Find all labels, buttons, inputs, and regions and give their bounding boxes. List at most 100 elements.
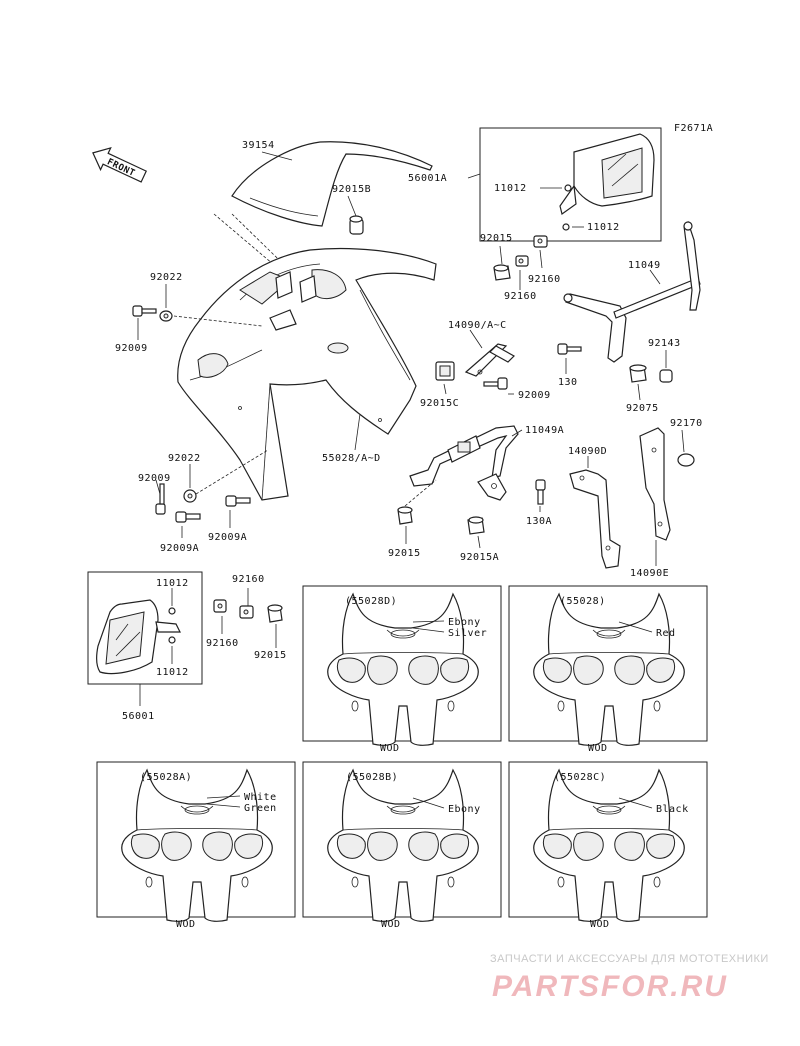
label-11012-upper: 11012: [494, 183, 527, 194]
mirror-inset-box: [479, 127, 662, 242]
washer-92022-upper: [159, 310, 173, 322]
nut-92143: [659, 369, 673, 383]
variant-note: WOD: [588, 743, 608, 754]
grommet-92015a: [467, 516, 485, 535]
grommet-92015-c: [267, 604, 283, 623]
leader-11049: [649, 269, 661, 285]
leader-11049a: [511, 429, 523, 437]
bolt-92009-lower: [155, 483, 166, 515]
washer-92022-lower: [183, 489, 197, 503]
variant-code: (55028A): [140, 772, 192, 783]
upper-fairing-part: [177, 247, 437, 501]
leader-92009-lower: [155, 479, 161, 495]
bolt-92009a-right: [225, 495, 251, 507]
leader-92015c: [443, 383, 447, 395]
mirror-56001a-part: [559, 133, 655, 216]
label-14090-a-c: 14090/A~C: [448, 320, 507, 331]
grommet-92015b: [349, 215, 364, 235]
label-92009-middle: 92009: [518, 390, 551, 401]
variant-color-leader: [412, 797, 445, 809]
leader-92160-a: [539, 249, 543, 269]
bolt-130: [557, 343, 582, 355]
label-11012-d: 11012: [156, 667, 189, 678]
nut-92160-upper: [533, 235, 548, 248]
grommet-11012-lower: [562, 223, 570, 231]
label-92160-d: 92160: [206, 638, 239, 649]
leader-39154: [261, 151, 293, 161]
variant-color: White: [244, 792, 277, 803]
label-92015-upper: 92015: [480, 233, 513, 244]
fairing-variant-part: [533, 769, 685, 922]
leader-stay-lower: [404, 479, 437, 507]
variant-code: (55028B): [346, 772, 398, 783]
variant-note: WOD: [590, 919, 610, 930]
variant-frame: [302, 761, 502, 918]
label-92009a-right: 92009A: [208, 532, 247, 543]
leader-92170: [681, 429, 685, 453]
windscreen-part: [231, 141, 433, 227]
bolt-92009-middle: [483, 377, 508, 390]
grommet-11012-c: [168, 607, 176, 615]
label-92015b: 92015B: [332, 184, 371, 195]
bolt-130a: [535, 479, 546, 505]
label-39154: 39154: [242, 140, 275, 151]
variant-color: Silver: [448, 628, 487, 639]
label-56001a: 56001A: [408, 173, 447, 184]
grommet-92015c: [435, 361, 455, 381]
grommet-11012-upper: [564, 184, 572, 192]
label-92022-upper: 92022: [150, 272, 183, 283]
fairing-variant-part: [533, 593, 685, 746]
variant-boxes: (55028D)EbonySilverWOD(55028)RedWOD(5502…: [96, 585, 708, 930]
label-92160-b: 92160: [504, 291, 537, 302]
bracket-14090d-part: [569, 469, 621, 569]
variant-code: (55028C): [554, 772, 606, 783]
variant-note: WOD: [381, 919, 401, 930]
label-92015-c: 92015: [254, 650, 287, 661]
variant-code: (55028): [560, 596, 606, 607]
label-11012-c: 11012: [156, 578, 189, 589]
label-92009a-left: 92009A: [160, 543, 199, 554]
bracket-14090e-part: [639, 427, 671, 541]
watermark-brand: PARTSFOR.RU: [492, 970, 728, 1003]
leader-92015-upper: [499, 245, 503, 265]
grommet-92015-upper: [493, 264, 511, 281]
label-92160-c: 92160: [232, 574, 265, 585]
label-92170: 92170: [670, 418, 703, 429]
variant-color-leader: [412, 627, 445, 633]
variant-note: WOD: [380, 743, 400, 754]
label-11049: 11049: [628, 260, 661, 271]
variant-color: Black: [656, 804, 689, 815]
label-130: 130: [558, 377, 578, 388]
variant-color: Green: [244, 803, 277, 814]
label-11049a: 11049A: [525, 425, 564, 436]
variant-color: Red: [656, 628, 676, 639]
leader-92075: [637, 383, 641, 401]
label-130a: 130A: [526, 516, 552, 527]
label-56001: 56001: [122, 711, 155, 722]
variant-color: Ebony: [448, 617, 481, 628]
front-arrow-icon: FRONT: [92, 146, 148, 183]
label-92022-lower: 92022: [168, 453, 201, 464]
bracket-14090-part: [464, 343, 515, 377]
mirror-inset-box-lower: [87, 571, 203, 685]
variant-color-leader: [618, 797, 653, 809]
leader-windscreen-left: [213, 213, 281, 271]
variant-code: (55028D): [345, 596, 397, 607]
leader-fastener-lower: [195, 449, 269, 495]
label-92015c: 92015C: [420, 398, 459, 409]
variant-color-leader: [206, 803, 241, 808]
label-92009-upper: 92009: [115, 343, 148, 354]
label-92015-lower: 92015: [388, 548, 421, 559]
variant-frame: [508, 585, 708, 742]
nut-92160-lower: [515, 255, 529, 267]
bolt-92009-upper: [132, 305, 157, 317]
label-14090d: 14090D: [568, 446, 607, 457]
leader-92015b: [347, 195, 357, 217]
label-55028-a-d: 55028/A~D: [322, 453, 381, 464]
fairing-variant-part: [327, 769, 479, 922]
